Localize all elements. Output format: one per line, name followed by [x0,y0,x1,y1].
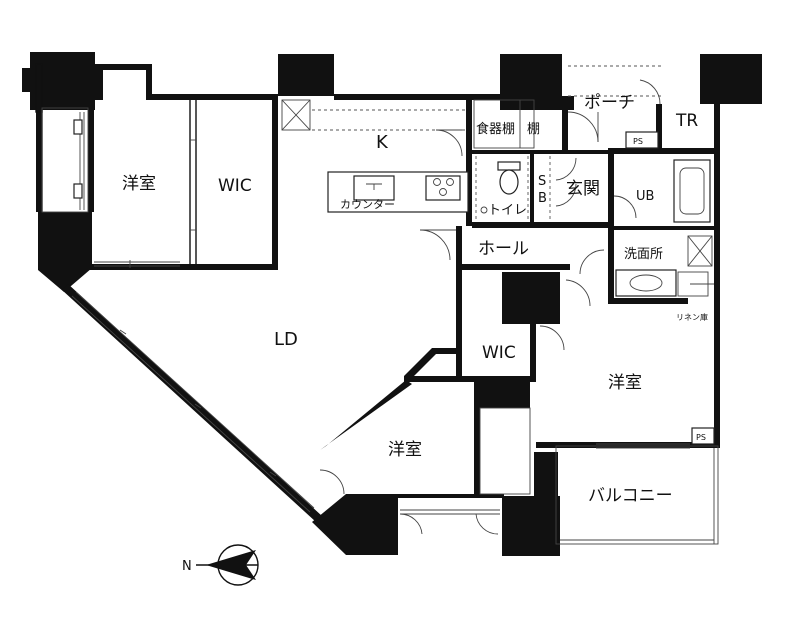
label-ub: UB [636,189,654,204]
label-wic-1: WIC [218,176,252,196]
column-closet [478,380,530,408]
bathtub [673,159,711,223]
label-western-2: 洋室 [608,373,642,393]
label-sb-b: B [538,191,547,206]
structural-columns [22,52,762,556]
label-washroom: 洗面所 [624,247,663,262]
label-sb-s: S [538,174,546,189]
fixtures [281,99,715,445]
wash-basin [615,269,677,297]
label-counter: カウンター [340,198,395,211]
column-top-right [700,54,762,104]
label-western-3: 洋室 [388,440,422,460]
label-toilet: トイレ [488,203,527,218]
label-ps-2: PS [696,433,706,442]
compass: N [182,544,259,586]
label-ps-1: PS [633,137,643,146]
column-bottom-left [312,494,398,555]
label-ld: LD [274,329,298,350]
label-kitchen: K [376,132,389,153]
label-western-1: 洋室 [122,174,156,194]
label-entrance: 玄関 [566,179,600,199]
label-porch: ポーチ [584,93,635,113]
label-linen: リネン庫 [676,312,708,322]
column-top-left [22,52,103,110]
column-left-angled [38,212,92,292]
doors [319,79,661,535]
label-tr: TR [675,111,698,131]
toilet-fixture [497,161,521,171]
label-pantry: 食器棚 [476,121,515,137]
north-arrow-icon [206,550,256,580]
column-balcony-left [534,452,558,498]
compass-north-label: N [182,559,192,574]
label-shelf: 棚 [527,122,540,137]
column-top-center [500,54,562,110]
room-labels: 洋室 WIC K LD 食器棚 棚 カウンター トイレ S B 玄関 ホール W… [122,93,708,506]
label-wic-2: WIC [482,343,516,363]
label-balcony: バルコニー [588,486,673,506]
stove [425,175,461,201]
label-hall: ホール [478,239,529,259]
column-bottom-center [502,496,560,556]
column-top-mid [278,54,334,96]
